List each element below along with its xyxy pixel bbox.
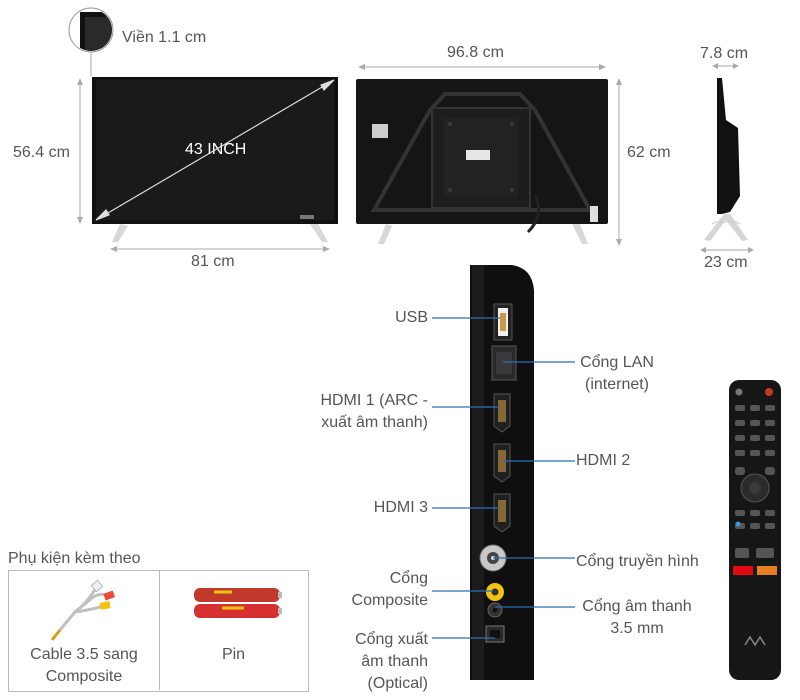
composite-label-line1: Cổng — [389, 570, 428, 587]
back-height-label: 62 cm — [627, 144, 671, 161]
remote-control — [729, 380, 781, 680]
cable-label-line2: Composite — [45, 668, 123, 685]
leader-lines — [432, 317, 575, 639]
usb-port — [493, 303, 513, 341]
back-height-dimension — [616, 78, 622, 246]
accessories-divider — [159, 571, 160, 690]
hdmi1-port — [493, 393, 511, 433]
side-depth-label: 7.8 cm — [700, 45, 749, 62]
antenna-label: Cổng truyền hình — [576, 553, 699, 570]
stand-depth-label: 23 cm — [704, 254, 748, 271]
back-width-dimension — [358, 64, 606, 70]
lan-label-line2: (internet) — [584, 376, 650, 393]
composite-label-line2: Composite — [351, 592, 428, 609]
side-depth-dimension — [712, 63, 739, 69]
usb-label: USB — [395, 309, 428, 326]
tv-side-view — [704, 78, 748, 241]
optical-port — [485, 625, 505, 643]
audio-label-line2: 3.5 mm — [610, 620, 664, 637]
hdmi3-label: HDMI 3 — [373, 499, 428, 516]
audio-label-line1: Cổng âm thanh — [582, 598, 692, 615]
hdmi2-label: HDMI 2 — [576, 452, 631, 469]
front-width-dimension — [110, 246, 330, 252]
accessories-box — [8, 570, 309, 692]
bezel-detail-circle — [68, 7, 114, 76]
lan-port — [491, 345, 517, 381]
tv-back-view — [356, 79, 608, 244]
bezel-label: Viền 1.1 cm — [122, 29, 207, 46]
diagonal-arrow — [95, 79, 335, 221]
hdmi2-port — [493, 443, 511, 483]
diagonal-label: 43 INCH — [185, 141, 247, 158]
lan-label-line1: Cổng LAN — [580, 354, 654, 371]
cable-label-line1: Cable 3.5 sang — [30, 646, 138, 663]
hdmi3-port — [493, 493, 511, 533]
audio-port — [487, 602, 503, 618]
back-width-label: 96.8 cm — [447, 44, 504, 61]
composite-port — [486, 583, 504, 601]
hdmi1-label-line2: xuất âm thanh) — [321, 414, 428, 431]
port-panel — [470, 265, 534, 680]
front-height-label: 56.4 cm — [13, 144, 70, 161]
battery-label: Pin — [221, 646, 246, 663]
optical-label-line2: âm thanh — [361, 653, 428, 670]
hdmi1-label-line1: HDMI 1 (ARC - — [320, 392, 428, 409]
optical-label-line1: Cổng xuất — [355, 631, 428, 648]
accessories-title: Phụ kiện kèm theo — [8, 550, 141, 567]
stand-depth-dimension — [700, 247, 754, 253]
front-height-dimension — [77, 78, 83, 224]
front-width-label: 81 cm — [191, 253, 235, 270]
optical-label-line3: (Optical) — [367, 675, 428, 692]
